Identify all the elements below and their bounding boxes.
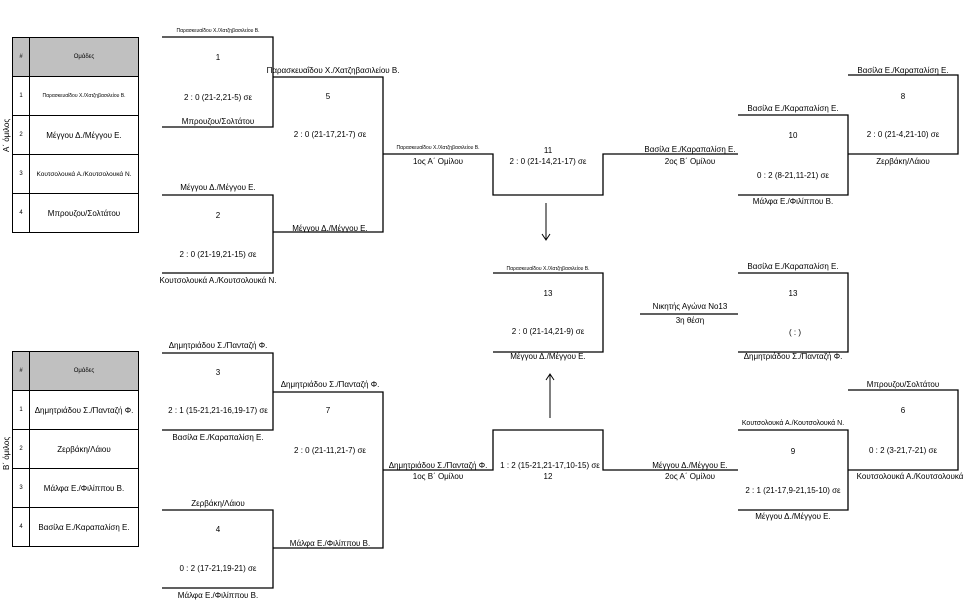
match-3-top-team: Δημητριάδου Σ./Πανταζή Φ. — [168, 341, 268, 350]
match-4-number: 4 — [215, 525, 221, 534]
match-2-bottom-team: Κουτσολουκά Α./Κουτσολουκά Ν. — [159, 276, 277, 285]
group-a-row-name: Παρασκευαΐδου Χ./Χατζηβασιλείου Β. — [29, 76, 139, 116]
final-top-team: Παρασκευαΐδου Χ./Χατζηβασιλείου Β. — [506, 266, 590, 272]
arrow-down-icon — [541, 203, 551, 241]
match-7-score: 2 : 0 (21-11,21-7) σε — [294, 446, 366, 455]
match-2-top-team: Μέγγου Δ./Μέγγου Ε. — [180, 183, 256, 192]
group-b-header-idx: # — [12, 351, 30, 391]
match-5-number: 5 — [325, 92, 331, 101]
match-10-top-team: Βασίλα Ε./Καραπαλίση Ε. — [747, 104, 839, 113]
match-8-top-team: Βασίλα Ε./Καραπαλίση Ε. — [857, 66, 949, 75]
match-11-right-team: Βασίλα Ε./Καραπαλίση Ε. — [644, 145, 736, 154]
third-place-score: ( : ) — [789, 328, 801, 337]
group-b-side-label: Β΄ όμιλος — [2, 436, 11, 470]
match-4-top-team: Ζερβάκη/Λάιου — [191, 499, 245, 508]
final-score: 2 : 0 (21-14,21-9) σε — [511, 327, 585, 336]
third-place-bottom-team: Δημητριάδου Σ./Πανταζή Φ. — [743, 352, 843, 361]
match-1-bottom-team: Μπρουζου/Σολτάτου — [181, 117, 255, 126]
arrow-up-icon — [545, 373, 555, 418]
match-1-score: 2 : 0 (21-2,21-5) σε — [183, 93, 253, 102]
group-b-row-name: Μάλφα Ε./Φιλίππου Β. — [29, 468, 139, 508]
match-5-score: 2 : 0 (21-17,21-7) σε — [293, 130, 367, 139]
match-8-score: 2 : 0 (21-4,21-10) σε — [866, 130, 940, 139]
group-b-row-name: Ζερβάκη/Λάιου — [29, 429, 139, 469]
match-9-top-team: Κουτσολουκά Α./Κουτσολουκά Ν. — [741, 420, 845, 427]
group-a-row-idx: 2 — [12, 115, 30, 155]
group-b-table: # Ομάδες 1 Δημητριάδου Σ./Πανταζή Φ. 2 Ζ… — [12, 351, 139, 547]
match-6-score: 0 : 2 (3-21,7-21) σε — [868, 446, 938, 455]
match-9-bottom-team: Μέγγου Δ./Μέγγου Ε. — [755, 512, 831, 521]
match-5-bottom-team: Μέγγου Δ./Μέγγου Ε. — [292, 224, 368, 233]
match-11-right-seed: 2ος Β΄ Ομίλου — [664, 157, 716, 166]
group-b-header-name: Ομάδες — [29, 351, 139, 391]
group-a-row-idx: 3 — [12, 154, 30, 194]
third-place-number: 13 — [788, 289, 798, 298]
match-6-number: 6 — [900, 406, 906, 415]
match-10-number: 10 — [788, 131, 798, 140]
group-a-row-name: Μέγγου Δ./Μέγγου Ε. — [29, 115, 139, 155]
match-11-score: 2 : 0 (21-14,21-17) σε — [509, 157, 587, 166]
third-place-winner-label: Νικητής Αγώνα Νο13 — [652, 302, 728, 311]
match-4-score: 0 : 2 (17-21,19-21) σε — [179, 564, 257, 573]
match-12-number: 12 — [543, 472, 553, 481]
match-12-left-team: Δημητριάδου Σ./Πανταζή Φ. — [388, 461, 488, 470]
match-7-number: 7 — [325, 406, 331, 415]
match-1-number: 1 — [215, 53, 221, 62]
final-number: 13 — [543, 289, 553, 298]
match-11-number: 11 — [543, 146, 553, 155]
match-9-score: 2 : 1 (21-17,9-21,15-10) σε — [745, 486, 841, 495]
match-12-right-seed: 2ος Α΄ Ομίλου — [664, 472, 716, 481]
group-a-row-name: Μπρουζου/Σολτάτου — [29, 193, 139, 233]
match-7-top-team: Δημητριάδου Σ./Πανταζή Φ. — [280, 380, 380, 389]
match-11-top-seed: 1ος Α΄ Ομίλου — [412, 157, 464, 166]
group-a-side-label: Α΄ όμιλος — [2, 118, 11, 152]
match-1-top-team: Παρασκευαΐδου Χ./Χατζηβασιλείου Β. — [176, 28, 260, 34]
group-b-row-name: Βασίλα Ε./Καραπαλίση Ε. — [29, 507, 139, 547]
group-a-table: # Ομάδες 1 Παρασκευαΐδου Χ./Χατζηβασιλεί… — [12, 37, 139, 233]
match-2-number: 2 — [215, 211, 221, 220]
match-8-number: 8 — [900, 92, 906, 101]
group-b-row-idx: 3 — [12, 468, 30, 508]
group-b-row-idx: 2 — [12, 429, 30, 469]
match-7-bottom-team: Μάλφα Ε./Φιλίππου Β. — [289, 539, 371, 548]
group-a-row-name: Κουτσολουκά Α./Κουτσολουκά Ν. — [29, 154, 139, 194]
match-5-top-team: Παρασκευαΐδου Χ./Χατζηβασιλείου Β. — [266, 66, 400, 75]
third-place-label: 3η θέση — [675, 316, 705, 325]
match-12-left-seed: 1ος Β΄ Ομίλου — [412, 472, 464, 481]
group-b-row-idx: 1 — [12, 390, 30, 430]
match-11-top-team: Παρασκευαΐδου Χ./Χατζηβασιλείου Β. — [396, 145, 480, 151]
final-bottom-team: Μέγγου Δ./Μέγγου Ε. — [510, 352, 586, 361]
match-6-bottom-team: Κουτσολουκά Α./Κουτσολουκά — [856, 472, 964, 481]
match-4-bottom-team: Μάλφα Ε./Φιλίππου Β. — [177, 591, 259, 600]
group-b-row-idx: 4 — [12, 507, 30, 547]
group-a-header-name: Ομάδες — [29, 37, 139, 77]
match-3-bottom-team: Βασίλα Ε./Καραπαλίση Ε. — [172, 433, 264, 442]
group-a-row-idx: 4 — [12, 193, 30, 233]
group-a-header-idx: # — [12, 37, 30, 77]
match-6-top-team: Μπρουζου/Σολτάτου — [866, 380, 940, 389]
match-2-score: 2 : 0 (21-19,21-15) σε — [179, 250, 257, 259]
group-a-row-idx: 1 — [12, 76, 30, 116]
match-12-score: 1 : 2 (15-21,21-17,10-15) σε — [500, 461, 600, 470]
match-9-number: 9 — [790, 447, 796, 456]
match-8-bottom-team: Ζερβάκη/Λάιου — [876, 157, 930, 166]
match-3-score: 2 : 1 (15-21,21-16,19-17) σε — [168, 406, 268, 415]
match-12-right-team: Μέγγου Δ./Μέγγου Ε. — [652, 461, 728, 470]
third-place-top-team: Βασίλα Ε./Καραπαλίση Ε. — [747, 262, 839, 271]
match-10-score: 0 : 2 (8-21,11-21) σε — [757, 171, 829, 180]
match-10-bottom-team: Μάλφα Ε./Φιλίππου Β. — [752, 197, 834, 206]
group-b-row-name: Δημητριάδου Σ./Πανταζή Φ. — [29, 390, 139, 430]
match-3-number: 3 — [215, 368, 221, 377]
